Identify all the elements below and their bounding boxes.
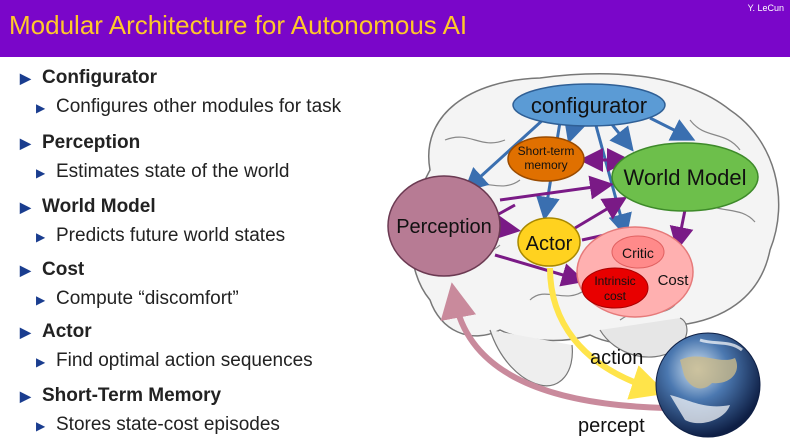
short-term-memory-node	[507, 136, 585, 182]
short-term-memory-label-line2: memory	[524, 158, 567, 172]
cost-module: Critic Intrinsic cost Cost	[576, 226, 694, 318]
earth-globe	[655, 332, 761, 438]
bullet-arrow-icon: ▶	[36, 355, 46, 369]
configurator-label: configurator	[531, 93, 647, 118]
configurator-node	[512, 83, 666, 127]
perception-node	[387, 175, 501, 277]
bullet-arrow-icon: ▶	[36, 293, 46, 307]
bullet-arrow-icon: ▶	[20, 199, 31, 215]
bullet-arrow-icon: ▶	[20, 70, 31, 86]
bullet-arrow-icon: ▶	[20, 324, 31, 340]
actor-label: Actor	[526, 233, 573, 255]
author-label: Y. LeCun	[747, 3, 784, 13]
bullet-arrow-icon: ▶	[20, 262, 31, 278]
bullet-arrow-icon: ▶	[20, 135, 31, 151]
subbullet-perception: ▶Estimates state of the world	[36, 161, 290, 182]
bullet-arrow-icon: ▶	[36, 166, 46, 180]
bullet-perception: ▶Perception	[20, 132, 141, 153]
subbullet-short-term-memory: ▶Stores state-cost episodes	[36, 414, 280, 435]
bullet-arrow-icon: ▶	[36, 101, 46, 115]
world-model-node	[611, 142, 759, 212]
subbullet-world-model: ▶Predicts future world states	[36, 225, 286, 246]
bullet-arrow-icon: ▶	[20, 388, 31, 404]
percept-arrow	[440, 282, 666, 411]
bullet-cost: ▶Cost	[20, 259, 85, 280]
percept-label: percept	[578, 415, 645, 437]
bullet-actor: ▶Actor	[20, 321, 92, 342]
actor-node	[517, 217, 581, 267]
bullet-short-term-memory: ▶Short-Term Memory	[20, 385, 222, 406]
bullet-configurator: ▶Configurator	[20, 67, 158, 88]
critic-label: Critic	[622, 245, 654, 261]
world-model-label: World Model	[623, 165, 746, 190]
perception-label: Perception	[396, 216, 492, 238]
intrinsic-cost-label-line1: Intrinsic	[594, 274, 635, 288]
action-label: action	[590, 347, 643, 369]
slide-title: Modular Architecture for Autonomous AI	[9, 10, 468, 40]
subbullet-configurator: ▶Configures other modules for task	[36, 96, 342, 117]
short-term-memory-label-line1: Short-term	[518, 144, 575, 158]
bullet-world-model: ▶World Model	[20, 196, 156, 217]
intrinsic-cost-label-line2: cost	[604, 289, 627, 303]
critic-ellipse	[611, 235, 665, 269]
bullet-arrow-icon: ▶	[36, 419, 46, 433]
subbullet-cost: ▶Compute “discomfort”	[36, 288, 239, 309]
action-arrow	[547, 267, 668, 400]
title-bar: Modular Architecture for Autonomous AI Y…	[0, 0, 790, 57]
cost-label: Cost	[658, 272, 690, 289]
bullet-arrow-icon: ▶	[36, 230, 46, 244]
intrinsic-cost-ellipse	[581, 267, 649, 309]
subbullet-actor: ▶Find optimal action sequences	[36, 350, 313, 371]
